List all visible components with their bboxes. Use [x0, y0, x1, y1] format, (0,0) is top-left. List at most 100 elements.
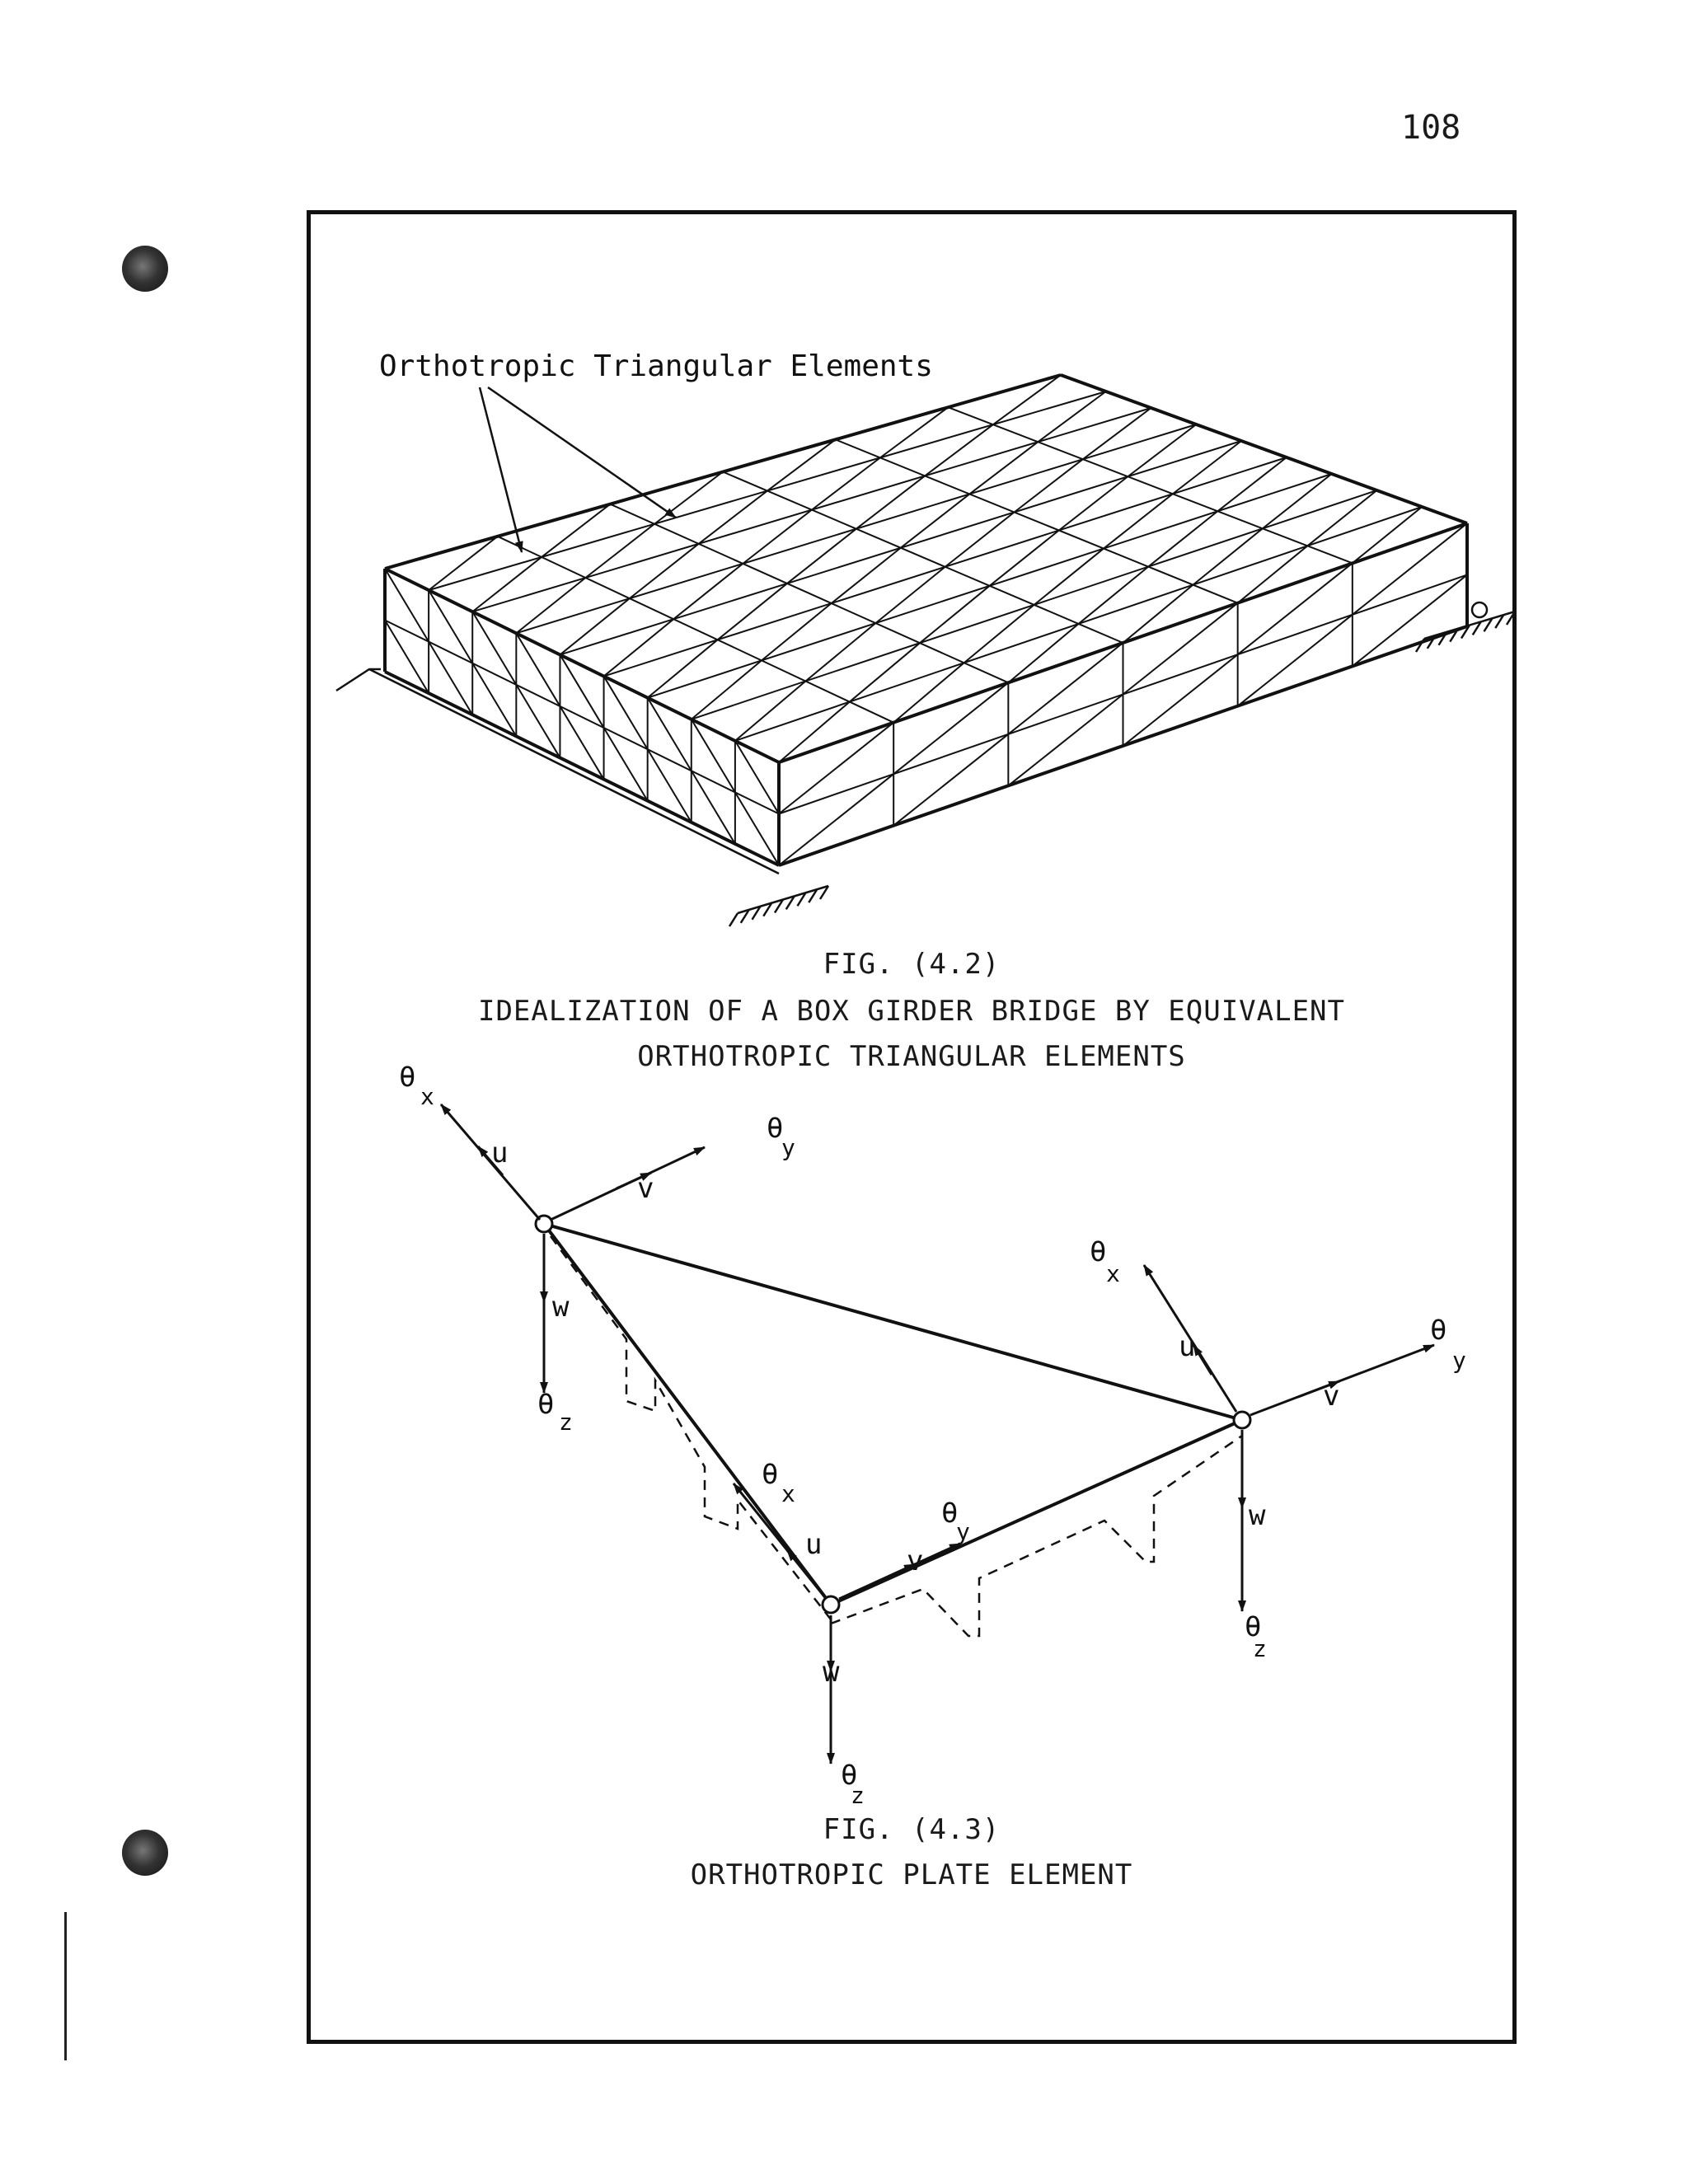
mesh-diagonal [1217, 457, 1287, 513]
label-v-1: v [637, 1172, 654, 1205]
mesh-edge [1060, 373, 1468, 525]
mesh-edge [384, 373, 1062, 570]
mesh-diagonal [924, 424, 994, 477]
mesh-diagonal [471, 611, 518, 686]
mesh-diagonal [811, 457, 881, 511]
box-girder-mesh [383, 373, 1469, 867]
mesh-diagonal [893, 733, 1009, 827]
mesh-diagonal [734, 680, 807, 742]
label-w-1: w [552, 1291, 570, 1324]
mesh-diagonal [1033, 547, 1104, 606]
hatch [1460, 624, 1471, 640]
mesh-diagonal [778, 721, 894, 815]
mesh-diagonal [1058, 476, 1128, 532]
mesh-edge [384, 670, 780, 867]
hatch [1483, 617, 1493, 632]
hatch [739, 909, 750, 924]
mesh-diagonal [804, 622, 876, 682]
mesh-diagonal [559, 598, 631, 656]
mesh-diagonal [698, 490, 768, 545]
node-2 [821, 1595, 841, 1615]
mesh-diagonal [1127, 424, 1197, 478]
mesh-diagonal [428, 536, 499, 591]
fig-4-2-number: FIG. (4.2) [823, 948, 1001, 981]
label-theta-z-2: θ [841, 1759, 857, 1792]
label-theta-x-3: θ [1090, 1235, 1106, 1268]
mesh-diagonal [1192, 527, 1264, 586]
page-number: 108 [1401, 109, 1461, 147]
mesh-diagonal [893, 682, 1009, 775]
mesh-diagonal [1352, 523, 1468, 616]
hatch [796, 892, 807, 907]
label-theta-y-2: θ [941, 1497, 958, 1530]
mesh-diagonal [1013, 458, 1084, 513]
fig-4-2-title-line1: IDEALIZATION OF A BOX GIRDER BRIDGE BY E… [477, 995, 1346, 1028]
callout-leaders [478, 386, 677, 553]
mesh-diagonal [1007, 693, 1124, 787]
mesh-diagonal [541, 503, 611, 558]
hatch [762, 902, 773, 917]
hatch [1505, 611, 1517, 626]
hatch [1437, 631, 1448, 646]
mesh-edge [778, 625, 1468, 867]
label-u-3: u [1179, 1330, 1195, 1363]
mesh-line [722, 471, 1123, 644]
hatch [1426, 635, 1437, 649]
mesh-diagonal [515, 684, 561, 758]
mesh-diagonal [992, 374, 1062, 425]
mesh-diagonal [471, 663, 518, 737]
mesh-diagonal [690, 719, 736, 793]
mesh-diagonal [716, 583, 788, 641]
node-3 [1232, 1410, 1252, 1430]
label-theta-y-3: θ [1430, 1314, 1447, 1347]
mesh-diagonal [629, 543, 700, 599]
mesh-diagonal [559, 705, 605, 780]
hatch [1414, 638, 1426, 653]
hatch [1449, 627, 1460, 643]
fig-4-2-title-line2: ORTHOTROPIC TRIANGULAR ELEMENTS [637, 1040, 1186, 1073]
mesh-diagonal [428, 641, 474, 715]
mesh-edge [384, 567, 780, 764]
mesh-diagonal [654, 471, 724, 525]
mesh-diagonal [734, 740, 780, 815]
mesh-diagonal [1237, 562, 1353, 655]
mesh-diagonal [1262, 473, 1333, 530]
punch-hole-bottom [122, 1830, 168, 1876]
mesh-diagonal [603, 676, 649, 750]
mesh-diagonal [964, 604, 1035, 664]
mesh-diagonal [893, 662, 965, 724]
mesh-diagonal [646, 748, 692, 823]
label-theta-x-2: θ [762, 1458, 778, 1491]
label-w-2: w [823, 1656, 840, 1689]
mesh-diagonal [647, 639, 719, 699]
mesh-diagonal [1352, 574, 1468, 668]
mesh-diagonal [1037, 391, 1107, 443]
label-u-2: u [805, 1528, 822, 1561]
label-z-3: z [1253, 1635, 1267, 1662]
label-theta-z-1: θ [537, 1388, 554, 1421]
label-v-2: v [907, 1544, 923, 1577]
label-v-3: v [1323, 1380, 1339, 1413]
mesh-diagonal [1147, 510, 1218, 568]
mesh-diagonal [778, 701, 851, 763]
mesh-diagonal [673, 563, 743, 620]
hatch [808, 888, 818, 903]
mesh-diagonal [1122, 654, 1239, 747]
mesh-line [609, 503, 1009, 684]
mesh-diagonal [384, 568, 429, 643]
punch-hole-top [122, 246, 168, 292]
mesh-diagonal [1237, 614, 1353, 707]
hatch [1494, 614, 1505, 629]
mesh-diagonal [831, 546, 902, 604]
mesh-diagonal [761, 602, 832, 662]
mesh-line [835, 438, 1239, 604]
hatch [1471, 621, 1482, 636]
mesh-diagonal [428, 589, 474, 664]
label-theta-x-1: θ [399, 1061, 415, 1094]
hatch [773, 898, 785, 914]
mesh-diagonal [384, 619, 429, 694]
mesh-line [497, 535, 894, 724]
mesh-diagonal [989, 529, 1060, 587]
mesh-diagonal [919, 585, 991, 644]
